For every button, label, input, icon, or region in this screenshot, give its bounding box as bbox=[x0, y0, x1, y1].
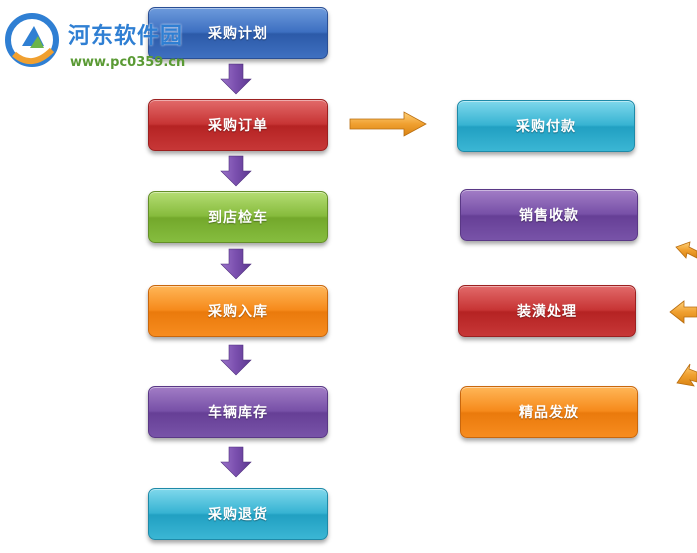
partial-arrow-decoration bbox=[669, 300, 697, 324]
watermark-logo-icon bbox=[5, 13, 59, 67]
down-arrow-1 bbox=[220, 63, 252, 95]
down-arrow-3 bbox=[220, 248, 252, 280]
down-arrow-4 bbox=[220, 344, 252, 376]
flow-box-purchase-payment: 采购付款 bbox=[457, 100, 635, 152]
flow-box-decoration-process: 装潢处理 bbox=[458, 285, 636, 337]
flow-box-accessory-issue: 精品发放 bbox=[460, 386, 638, 438]
flow-box-vehicle-inspection: 到店检车 bbox=[148, 191, 328, 243]
flow-box-label: 采购入库 bbox=[208, 304, 268, 320]
flow-box-label: 采购退货 bbox=[208, 507, 268, 523]
partial-arrow-accessories bbox=[676, 363, 697, 387]
flow-box-purchase-plan: 采购计划 bbox=[148, 7, 328, 59]
watermark-url: www.pc0359.cn bbox=[70, 55, 186, 70]
flow-box-vehicle-inventory: 车辆库存 bbox=[148, 386, 328, 438]
watermark-title: 河东软件园 bbox=[68, 23, 184, 49]
right-arrow-to-payment bbox=[349, 111, 427, 137]
down-arrow-5 bbox=[220, 446, 252, 478]
flow-box-label: 销售收款 bbox=[519, 208, 579, 224]
flow-box-label: 采购付款 bbox=[516, 119, 576, 135]
flow-box-label: 采购订单 bbox=[208, 118, 268, 134]
flow-box-label: 车辆库存 bbox=[208, 405, 268, 421]
down-arrow-2 bbox=[220, 155, 252, 187]
flow-box-label: 装潢处理 bbox=[517, 304, 577, 320]
flow-box-purchase-order: 采购订单 bbox=[148, 99, 328, 151]
flow-box-label: 到店检车 bbox=[208, 210, 268, 226]
flow-box-purchase-return: 采购退货 bbox=[148, 488, 328, 540]
partial-arrow-sales bbox=[675, 241, 697, 259]
flow-box-label: 精品发放 bbox=[519, 405, 579, 421]
site-watermark: 河东软件园 www.pc0359.cn bbox=[4, 8, 204, 70]
flow-box-label: 采购计划 bbox=[208, 26, 268, 42]
flow-box-purchase-inbound: 采购入库 bbox=[148, 285, 328, 337]
flow-box-sales-collection: 销售收款 bbox=[460, 189, 638, 241]
